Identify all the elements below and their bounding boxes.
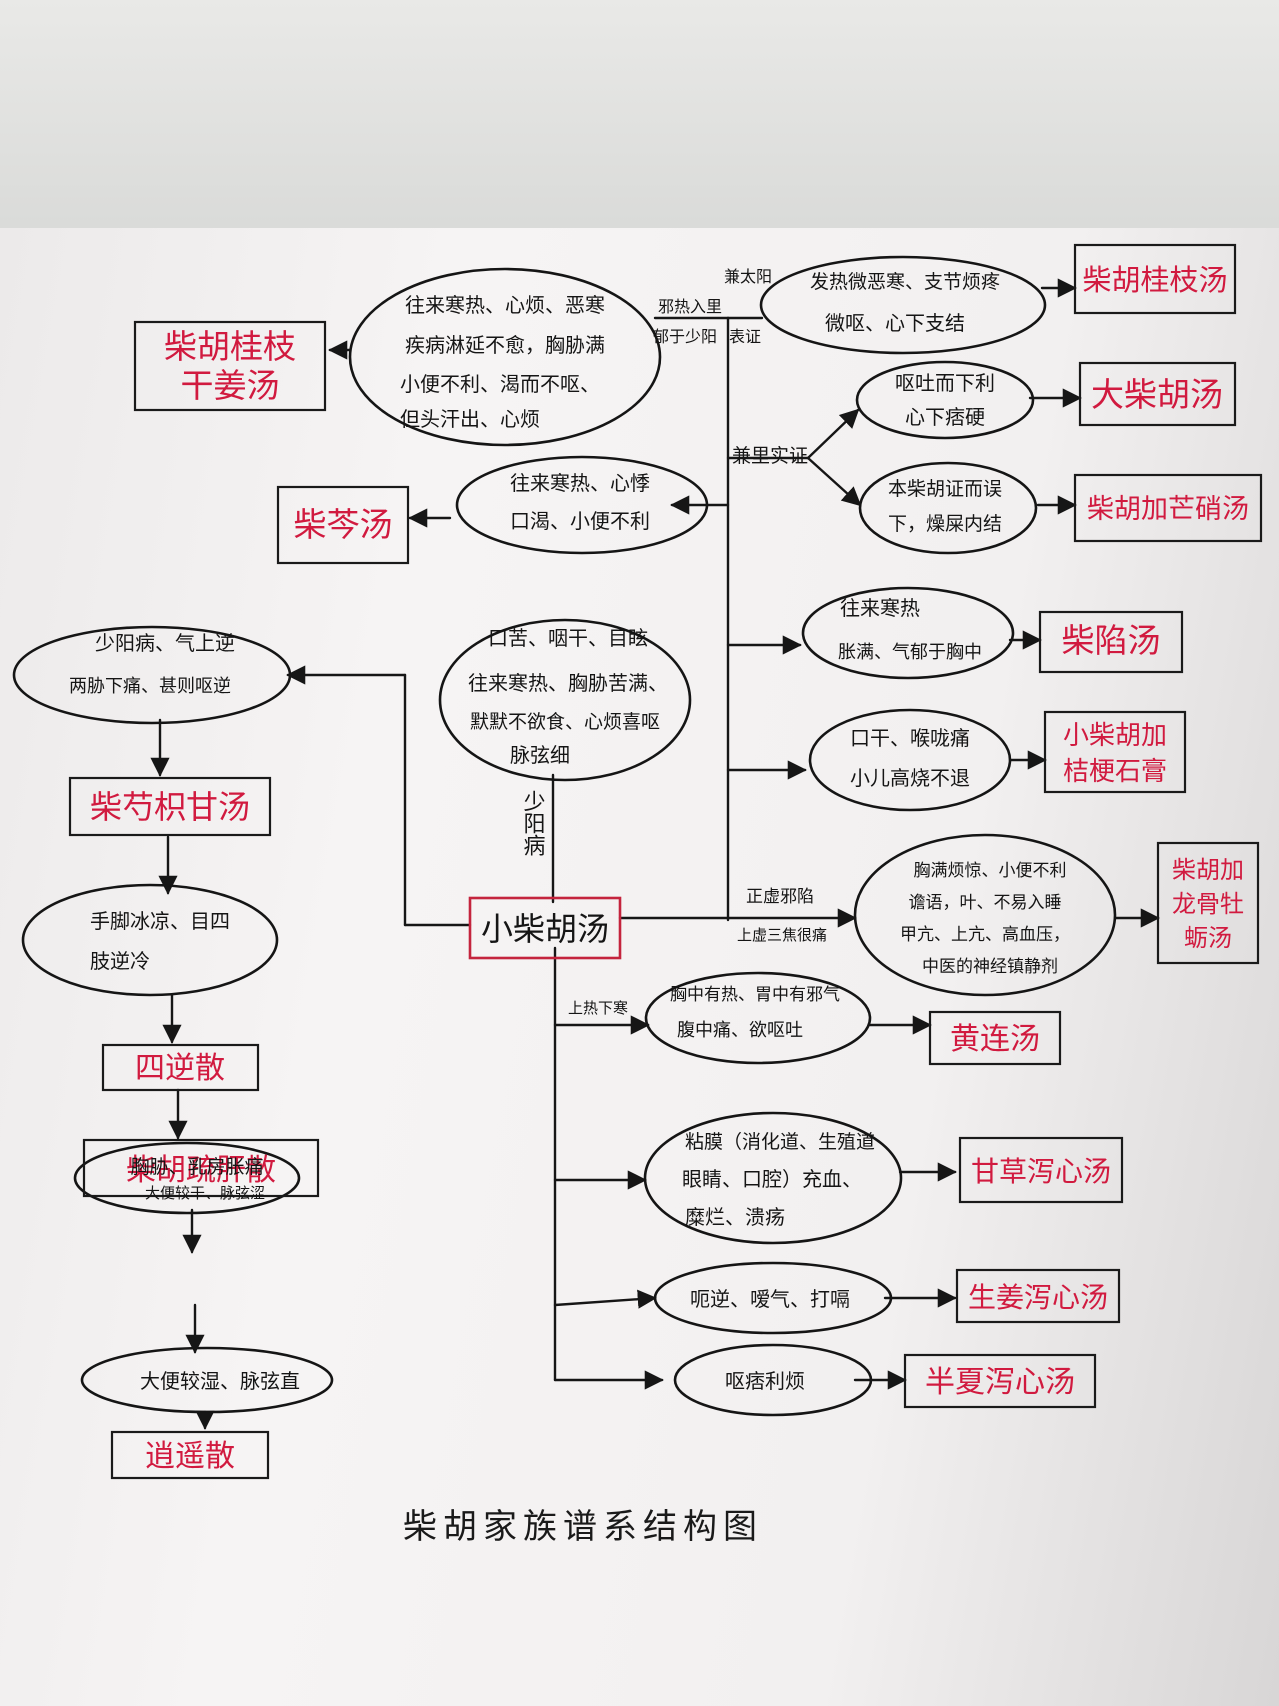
label-biaozheng: 表证 xyxy=(729,327,761,346)
sym-left1-2: 两胁下痛、甚则呕逆 xyxy=(69,676,231,697)
formula-xiaoyao: 逍遥散 xyxy=(145,1439,235,1474)
paper-sheet xyxy=(0,228,1279,1706)
symptom-texts: 往来寒热、心烦、恶寒 疾病淋延不愈，胸胁满 小便不利、渴而不呕、 但头汗出、心烦… xyxy=(69,271,1070,1393)
label-shangxu-sanjiao: 上虚三焦很痛 xyxy=(737,926,827,944)
label-jian-lishi: 兼里实证 xyxy=(732,445,808,467)
label-xiere-ruli: 邪热入里 xyxy=(658,297,722,316)
connector-lines xyxy=(150,278,1160,1430)
center-sym-1: 口苦、咽干、目眩 xyxy=(488,626,648,650)
wall-background xyxy=(0,0,1279,240)
center-sym-4: 脉弦细 xyxy=(510,743,570,767)
sym-shengjiang: 呃逆、嗳气、打嗝 xyxy=(690,1287,850,1311)
center-sym-3: 默默不欲食、心烦喜呕 xyxy=(470,711,660,733)
branch-labels: 兼太阳 邪热入里 郁于少阳 表证 兼里实证 正虚邪陷 上虚三焦很痛 上热下寒 xyxy=(568,267,827,1017)
formula-jie-shigao-line2: 桔梗石膏 xyxy=(1063,757,1167,787)
sym-left2-1: 手脚冰凉、目四 xyxy=(90,909,230,933)
sym-gancao-1: 粘膜（消化道、生殖道 xyxy=(685,1131,875,1153)
label-shangre-xiahan: 上热下寒 xyxy=(568,999,628,1017)
formula-chai-xian: 柴陷汤 xyxy=(1062,621,1161,660)
formula-jie-shigao-line1: 小柴胡加 xyxy=(1063,721,1167,751)
center-sym-2: 往来寒热、胸胁苦满、 xyxy=(468,671,668,695)
sym-left1-1: 少阳病、气上逆 xyxy=(95,631,235,655)
label-shaoyang-bing: 少阳病 xyxy=(520,790,546,856)
sym-huanglian-1: 胸中有热、胃中有邪气 xyxy=(670,985,840,1005)
sym-chaixian-2: 胀满、气郁于胸中 xyxy=(838,642,982,663)
sym-longgu-2: 谵语，叶、不易入睡 xyxy=(909,893,1062,913)
sym-longgu-1: 胸满烦惊、小便不利 xyxy=(914,861,1067,881)
formula-chaihu-shugan: 柴胡疏肝散 xyxy=(126,1153,276,1188)
label-jian-taiyang: 兼太阳 xyxy=(724,267,772,286)
formula-sini: 四逆散 xyxy=(135,1051,225,1086)
sym-longgu-4: 中医的神经镇静剂 xyxy=(922,957,1058,977)
sym-chaiqin-2: 口渴、小便不利 xyxy=(510,509,650,533)
sym-jiegeng-1: 口干、喉咙痛 xyxy=(850,726,970,750)
sym-guizhi-1: 发热微恶寒、支节烦疼 xyxy=(810,271,1000,293)
sym-banxia: 呕痞利烦 xyxy=(725,1369,805,1393)
sym-guizhi-ganjiang-1: 往来寒热、心烦、恶寒 xyxy=(405,293,605,317)
formula-chaihu-longgu-line2: 龙骨牡 xyxy=(1172,890,1244,918)
sym-left2-2: 肢逆冷 xyxy=(90,949,150,973)
formula-boxes xyxy=(68,243,1263,1480)
sym-chaiqin-1: 往来寒热、心悸 xyxy=(510,471,650,495)
sym-guizhi-2: 微呕、心下支结 xyxy=(825,311,965,335)
sym-guizhi-ganjiang-2: 疾病淋延不愈，胸胁满 xyxy=(405,333,605,357)
formula-banxia-xiexin: 半夏泻心汤 xyxy=(925,1365,1075,1400)
center-formula: 小柴胡汤 xyxy=(481,910,609,948)
diagram-title: 柴胡家族谱系结构图 xyxy=(403,1507,763,1547)
formula-chaihu-guizhi-ganjiang-line1: 柴胡桂枝 xyxy=(164,327,296,366)
sym-chaixian-1: 往来寒热 xyxy=(840,596,920,620)
formula-da-chaihu: 大柴胡汤 xyxy=(1091,375,1223,414)
sym-da-chaihu-2: 心下痞硬 xyxy=(905,405,985,429)
label-zhengxu-xiexian: 正虚邪陷 xyxy=(746,887,814,907)
formula-shengjiang-xiexin: 生姜泻心汤 xyxy=(968,1281,1108,1314)
sym-left3-1: 胸胁、乳房胀痛 xyxy=(130,1156,263,1178)
symptom-ellipses xyxy=(12,255,1117,1417)
formula-gancao-xiexin: 甘草泻心汤 xyxy=(971,1155,1111,1188)
formula-chaihu-guizhi-ganjiang-line2: 干姜汤 xyxy=(181,366,280,405)
sym-left3-2: 大便较干、脉弦涩 xyxy=(145,1184,265,1202)
formula-chaihu-guizhi: 柴胡桂枝汤 xyxy=(1082,263,1227,297)
formula-huanglian: 黄连汤 xyxy=(950,1022,1040,1057)
sym-guizhi-ganjiang-4: 但头汗出、心烦 xyxy=(400,407,540,431)
formula-chaihu-longgu-line3: 蛎汤 xyxy=(1184,924,1232,952)
sym-longgu-3: 甲亢、上亢、高血压， xyxy=(900,925,1070,945)
sym-gancao-3: 糜烂、溃疡 xyxy=(685,1205,785,1229)
formula-names: 柴胡桂枝 干姜汤 柴芩汤 柴胡桂枝汤 大柴胡汤 柴胡加芒硝汤 柴陷汤 小柴胡加 … xyxy=(90,263,1249,1474)
sym-da-chaihu-1: 呕吐而下利 xyxy=(895,371,995,395)
formula-chaihu-jia-mangxiao: 柴胡加芒硝汤 xyxy=(1087,494,1249,525)
sym-gancao-2: 眼睛、口腔）充血、 xyxy=(682,1167,862,1191)
formula-chaihu-longgu-line1: 柴胡加 xyxy=(1172,856,1244,884)
sym-mangxiao-2: 下，燥屎内结 xyxy=(888,513,1002,535)
formula-chaiqin: 柴芩汤 xyxy=(294,505,393,544)
sym-guizhi-ganjiang-3: 小便不利、渴而不呕、 xyxy=(400,372,600,396)
formula-chai-shao-zhi-gan: 柴芍枳甘汤 xyxy=(90,788,250,826)
sym-huanglian-2: 腹中痛、欲呕吐 xyxy=(677,1020,803,1041)
sym-mangxiao-1: 本柴胡证而误 xyxy=(888,478,1002,500)
sym-left4: 大便较湿、脉弦直 xyxy=(140,1369,300,1393)
label-yu-shaoyang: 郁于少阳 xyxy=(653,327,717,346)
sym-jiegeng-2: 小儿高烧不退 xyxy=(850,766,970,790)
